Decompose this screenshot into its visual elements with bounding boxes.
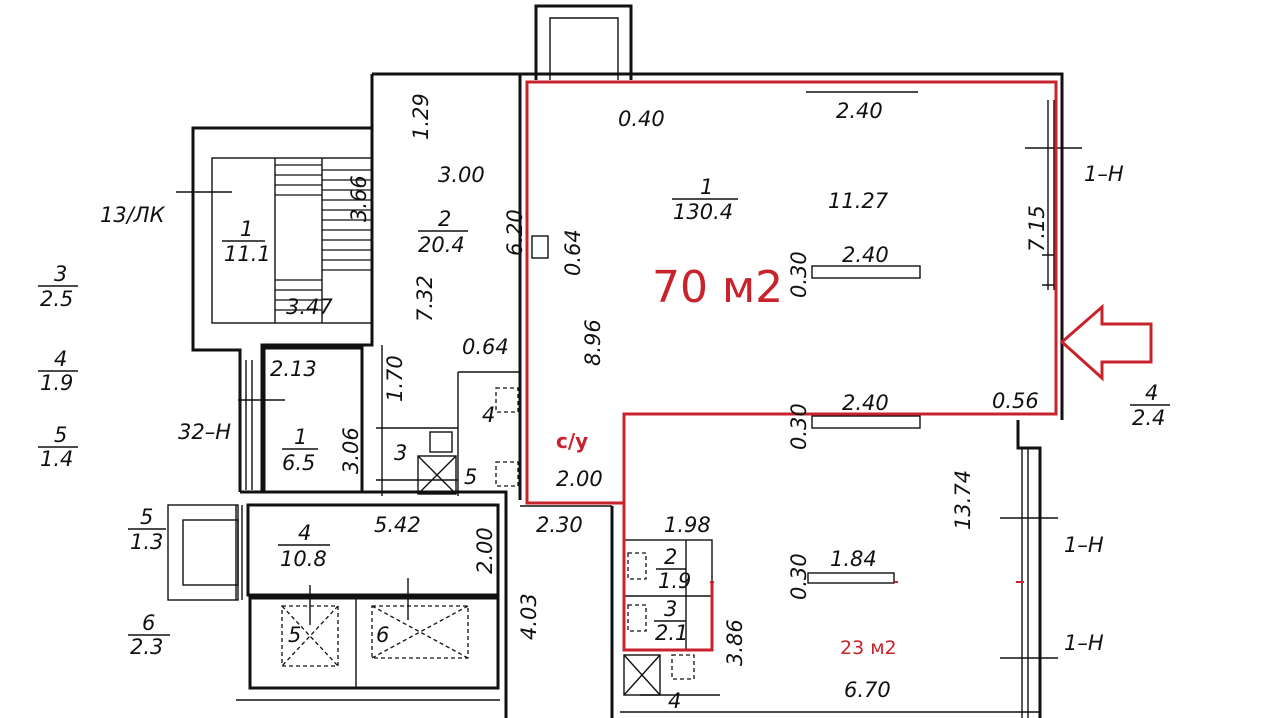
svg-text:0.30: 0.30 [787, 403, 811, 450]
room-number: 1 [240, 217, 253, 241]
svg-text:0.64: 0.64 [561, 229, 585, 276]
walls [167, 4, 1082, 718]
right-legend: 4 2.4 [1130, 381, 1170, 430]
svg-text:2.13: 2.13 [270, 357, 317, 381]
dimensions-vertical: 7.15 0.64 0.30 8.96 0.30 13.74 0.30 3.86… [339, 93, 1049, 666]
room-number: 2 [664, 545, 677, 569]
svg-text:1.84: 1.84 [830, 547, 877, 571]
svg-text:11.27: 11.27 [828, 189, 889, 213]
svg-text:3.66: 3.66 [347, 175, 371, 222]
svg-text:2.5: 2.5 [40, 287, 73, 311]
svg-text:1.70: 1.70 [383, 355, 407, 402]
svg-text:3.47: 3.47 [286, 295, 333, 319]
svg-text:0.30: 0.30 [787, 553, 811, 600]
svg-text:2.40: 2.40 [842, 391, 889, 415]
svg-text:3.00: 3.00 [438, 163, 485, 187]
svg-text:5: 5 [140, 505, 153, 529]
svg-text:6.70: 6.70 [844, 678, 891, 702]
svg-text:0.56: 0.56 [992, 389, 1039, 413]
room-area: 1.9 [658, 569, 691, 593]
svg-text:5: 5 [54, 423, 67, 447]
svg-text:2.4: 2.4 [1132, 406, 1165, 430]
room-number: 1 [294, 425, 307, 449]
tags: 13/ЛК 32–Н 1–Н 1–Н 1–Н [100, 162, 1124, 655]
svg-text:4.03: 4.03 [517, 593, 541, 640]
room-number: 4 [298, 521, 311, 545]
room-number: 2 [438, 207, 451, 231]
svg-text:1.4: 1.4 [40, 447, 73, 471]
svg-text:13.74: 13.74 [951, 470, 975, 530]
svg-text:3.06: 3.06 [339, 427, 363, 474]
svg-text:3: 3 [54, 262, 67, 286]
svg-text:7.15: 7.15 [1025, 205, 1049, 252]
svg-text:2.00: 2.00 [556, 467, 603, 491]
svg-text:2.40: 2.40 [842, 243, 889, 267]
svg-text:3.86: 3.86 [723, 619, 747, 666]
room-number: 1 [700, 175, 713, 199]
svg-text:8.96: 8.96 [581, 319, 605, 366]
svg-text:6: 6 [376, 623, 389, 647]
main-area-label: 70 м2 [652, 262, 783, 313]
window-tag-right: 1–Н [1064, 533, 1104, 557]
svg-text:4: 4 [54, 347, 67, 371]
room-area: 130.4 [673, 200, 733, 224]
svg-text:4: 4 [668, 689, 681, 713]
highlight-outlines [525, 80, 1153, 652]
room-labels: 1 130.4 2 20.4 1 11.1 1 6.5 4 10.8 2 1.9… [222, 175, 738, 645]
window-tag-right: 1–Н [1064, 631, 1104, 655]
svg-text:4: 4 [1145, 381, 1158, 405]
svg-text:1.3: 1.3 [130, 530, 163, 554]
dimensions: 0.40 2.40 11.27 2.40 2.40 0.56 2.00 2.30… [270, 99, 1039, 713]
svg-text:5: 5 [288, 623, 301, 647]
room-area: 6.5 [282, 451, 315, 475]
svg-text:6.20: 6.20 [503, 209, 527, 256]
svg-text:2.00: 2.00 [473, 527, 497, 574]
svg-text:4: 4 [482, 403, 495, 427]
svg-text:7.32: 7.32 [413, 275, 437, 322]
svg-text:6: 6 [142, 611, 155, 635]
svg-text:2.30: 2.30 [536, 513, 583, 537]
room-area: 10.8 [280, 547, 327, 571]
svg-text:1.9: 1.9 [40, 371, 73, 395]
svg-text:5: 5 [464, 465, 477, 489]
svg-text:2.40: 2.40 [836, 99, 883, 123]
bathroom-outline [622, 414, 714, 652]
svg-text:1.29: 1.29 [409, 93, 433, 140]
bathroom-label: с/у [556, 429, 588, 453]
room-area: 2.1 [655, 621, 688, 645]
entrance-arrow [1059, 303, 1153, 382]
svg-text:3: 3 [394, 441, 407, 465]
svg-text:1.98: 1.98 [664, 513, 711, 537]
room-area: 20.4 [418, 233, 465, 257]
room-area: 11.1 [224, 242, 271, 266]
svg-text:0.30: 0.30 [787, 251, 811, 298]
window-tag-left: 32–Н [178, 420, 231, 444]
svg-text:5.42: 5.42 [374, 513, 421, 537]
small-area-label: 23 м2 [840, 637, 897, 659]
room-number: 3 [664, 597, 677, 621]
svg-text:0.64: 0.64 [462, 335, 509, 359]
svg-text:0.40: 0.40 [618, 107, 665, 131]
svg-text:2.3: 2.3 [130, 635, 163, 659]
stair-tag: 13/ЛК [100, 203, 166, 227]
left-legend: 3 2.5 4 1.9 5 1.4 5 1.3 6 2.3 [38, 262, 170, 659]
window-tag-right: 1–Н [1084, 162, 1124, 186]
